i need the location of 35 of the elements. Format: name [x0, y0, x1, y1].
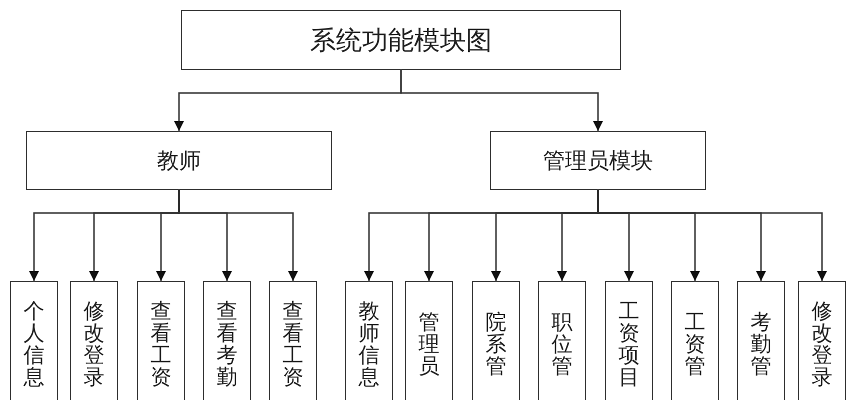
function-box — [137, 281, 185, 400]
box-label: 工资管 — [684, 311, 706, 378]
box-label: 查看考勤 — [216, 300, 238, 388]
box-label: 职位管 — [551, 311, 573, 378]
box-label: 查看工资 — [282, 300, 304, 388]
function-box — [203, 281, 251, 400]
box-label: 查看工资 — [150, 300, 172, 388]
box-label: 修改登录 — [83, 300, 105, 388]
function-box — [70, 281, 118, 400]
function-box — [472, 281, 520, 400]
box-label: 教师 — [157, 148, 201, 176]
title-box — [181, 10, 621, 70]
box-label: 个人信息 — [23, 300, 45, 388]
box-label: 修改登录 — [811, 300, 833, 388]
function-box — [538, 281, 586, 400]
box-label: 管理员模块 — [543, 148, 653, 176]
function-box — [269, 281, 317, 400]
module-box — [490, 131, 706, 190]
function-box — [605, 281, 653, 400]
function-box — [671, 281, 719, 400]
box-label: 系统功能模块图 — [310, 24, 492, 58]
function-box — [737, 281, 785, 400]
module-box — [26, 131, 332, 190]
box-label: 管理员 — [418, 311, 440, 378]
box-label: 工资项目 — [618, 300, 640, 388]
box-label: 院系管 — [485, 311, 507, 378]
arrow — [597, 190, 827, 281]
arrow — [178, 190, 298, 281]
box-label: 考勤管 — [750, 311, 772, 378]
function-box — [10, 281, 58, 400]
arrow — [400, 70, 603, 131]
function-box — [798, 281, 846, 400]
function-box — [345, 281, 393, 400]
box-label: 教师信息 — [358, 300, 380, 388]
function-box — [405, 281, 453, 400]
